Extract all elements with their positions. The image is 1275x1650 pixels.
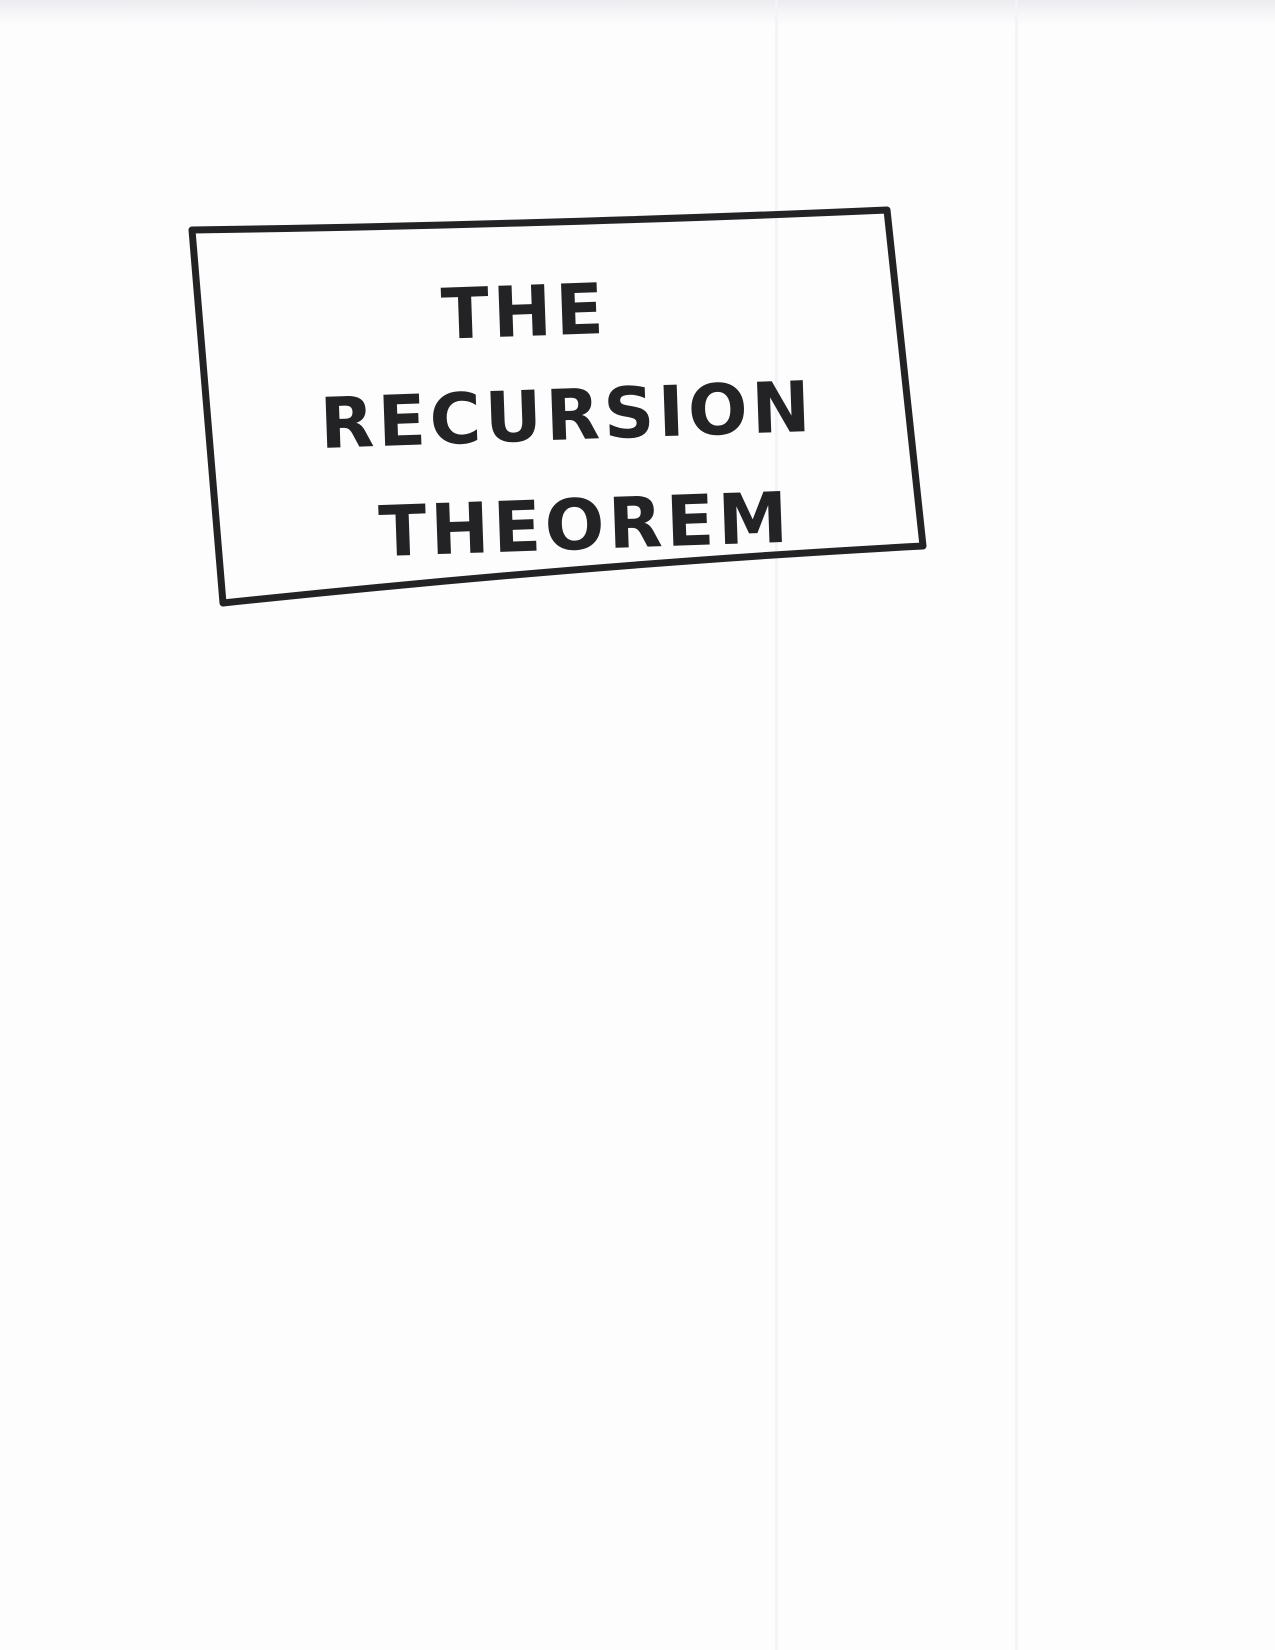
page-title: THE RECURSION THEOREM [173, 186, 988, 654]
scanner-top-edge [0, 0, 1275, 26]
hand-drawn-box [188, 206, 927, 607]
scanner-streak [1015, 0, 1018, 1650]
scanner-streak [775, 0, 778, 1650]
title-card: THE RECURSION THEOREM [180, 200, 980, 640]
box-outline [188, 206, 927, 607]
title-line-the: THE [439, 268, 609, 356]
title-line-recursion: RECURSION [318, 365, 816, 466]
title-line-theorem: THEOREM [377, 476, 794, 574]
